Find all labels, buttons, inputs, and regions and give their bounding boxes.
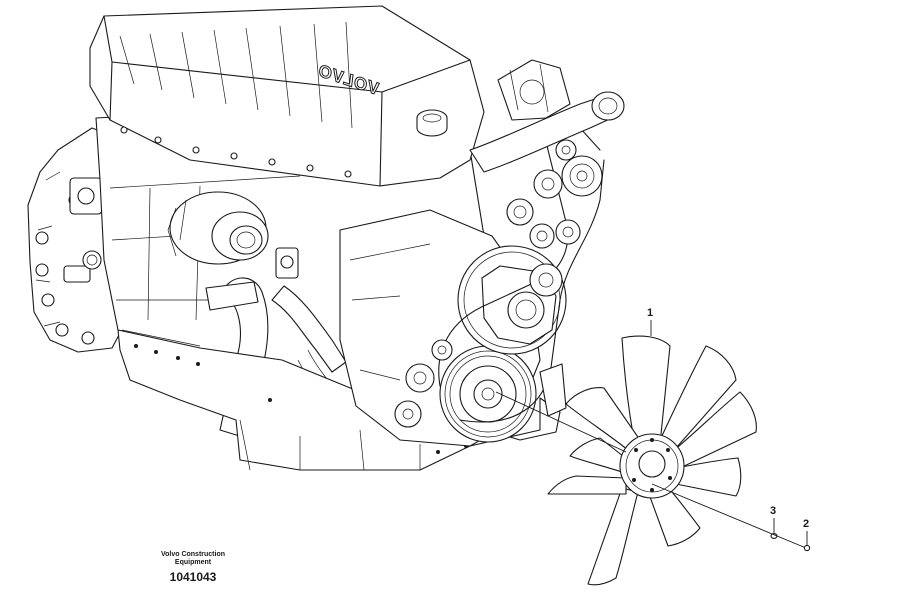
figure-caption: Volvo Construction Equipment 1041043 xyxy=(150,551,236,584)
oil-filler-cap xyxy=(416,109,448,137)
fan-hub-pulley xyxy=(457,245,567,355)
crank-pulley xyxy=(439,345,537,443)
cover-bolts xyxy=(120,126,352,178)
caption-line-1: Volvo Construction xyxy=(160,551,226,558)
figure-number: 1041043 xyxy=(169,570,217,584)
upper-hose-alternator xyxy=(469,59,625,173)
valve-cover xyxy=(89,5,485,187)
callout-label-1: 1 xyxy=(647,307,653,319)
cooling-fan xyxy=(547,335,757,586)
callout-label-3: 3 xyxy=(770,505,776,517)
engine-assembly: VOLVO xyxy=(27,5,625,471)
bolt-part xyxy=(651,483,811,552)
housing-bosses xyxy=(35,177,103,345)
turbocharger xyxy=(167,191,269,265)
callout-3: 3 xyxy=(770,505,776,533)
lower-bracket xyxy=(539,363,567,417)
assembly-axis-line xyxy=(495,391,627,453)
accessory-drive xyxy=(394,123,605,428)
callout-1: 1 xyxy=(647,307,653,336)
callout-2: 2 xyxy=(803,518,809,545)
caption-line-2: Equipment xyxy=(174,559,212,566)
callout-label-2: 2 xyxy=(803,518,809,530)
